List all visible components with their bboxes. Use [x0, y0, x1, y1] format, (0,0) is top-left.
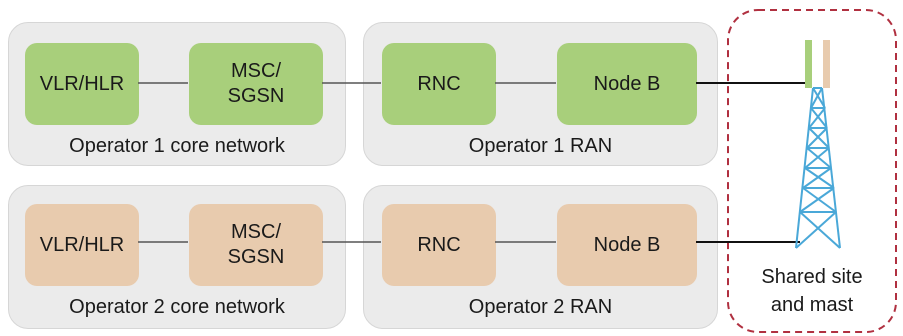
operator1-core-panel: VLR/HLR MSC/ SGSN Operator 1 core networ…	[8, 22, 346, 166]
operator2-ran-label: Operator 2 RAN	[468, 296, 613, 318]
shared-site-boundary	[727, 9, 897, 333]
shared-site-label: Shared site and mast	[761, 266, 863, 316]
operator1-msc-sgsn-node[interactable]: MSC/ SGSN	[189, 43, 323, 125]
operator2-core-label: Operator 2 core network	[69, 296, 285, 318]
cell-tower-icon	[795, 87, 841, 249]
operator2-ran-panel: RNC Node B Operator 2 RAN	[363, 185, 718, 329]
operator2-nodeb-node[interactable]: Node B	[557, 204, 697, 286]
operator2-vlr-hlr-node[interactable]: VLR/HLR	[25, 204, 139, 286]
operator2-rnc-node[interactable]: RNC	[382, 204, 496, 286]
operator1-vlr-hlr-node[interactable]: VLR/HLR	[25, 43, 139, 125]
operator1-rnc-node[interactable]: RNC	[382, 43, 496, 125]
operator2-antenna	[823, 40, 830, 88]
operator1-core-label: Operator 1 core network	[69, 135, 285, 157]
operator1-ran-panel: RNC Node B Operator 1 RAN	[363, 22, 718, 166]
operator1-nodeb-node[interactable]: Node B	[557, 43, 697, 125]
operator2-msc-sgsn-node[interactable]: MSC/ SGSN	[189, 204, 323, 286]
operator1-antenna	[805, 40, 812, 88]
operator1-ran-label: Operator 1 RAN	[468, 135, 613, 157]
operator2-core-panel: VLR/HLR MSC/ SGSN Operator 2 core networ…	[8, 185, 346, 329]
